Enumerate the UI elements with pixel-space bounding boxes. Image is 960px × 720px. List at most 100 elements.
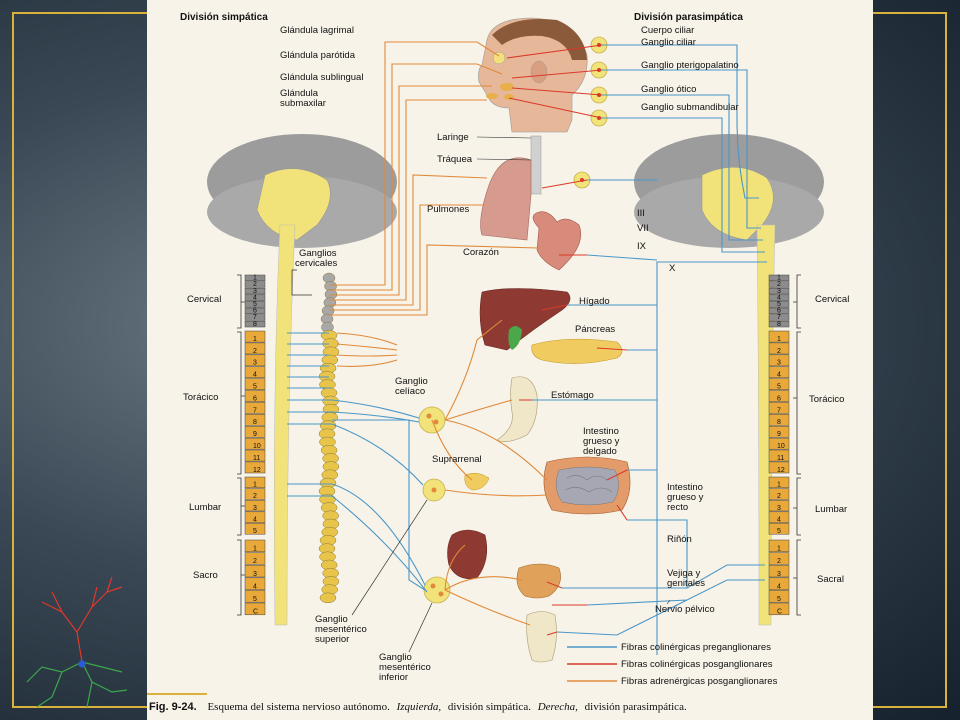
vertebra-left-cervical-6 xyxy=(244,307,266,315)
label-lumbar-right: Lumbar xyxy=(815,504,847,515)
left-spinal-cord xyxy=(273,224,296,626)
vertebra-right-sacral-C xyxy=(768,602,790,616)
vertebra-number: 2 xyxy=(253,558,257,565)
vertebra-left-sacral-1 xyxy=(244,539,266,553)
vertebra-right-thoracic-10 xyxy=(768,437,790,450)
label-intestino-1: Intestino xyxy=(583,426,619,437)
vertebra-number: 11 xyxy=(777,455,784,462)
label-nerve-ix: IX xyxy=(637,241,647,252)
title-left: División simpática xyxy=(180,12,268,23)
label-sacro-left: Sacro xyxy=(193,570,218,581)
vertebra-left-thoracic-8 xyxy=(244,414,266,426)
vertebra-number: 5 xyxy=(253,384,257,391)
vertebra-right-thoracic-6 xyxy=(768,390,790,402)
bladder xyxy=(516,563,561,599)
vertebra-number: 7 xyxy=(253,314,257,321)
caption-left-text: división simpática. xyxy=(448,701,531,713)
vertebra-number: 2 xyxy=(777,558,781,565)
adrenal-gland xyxy=(464,472,490,491)
vertebra-left-thoracic-2 xyxy=(244,342,266,355)
vertebra-number: 6 xyxy=(253,395,257,402)
vertebra-left-cervical-4 xyxy=(244,294,266,301)
caption-left-word: Izquierda, xyxy=(396,701,442,713)
anatomy-figure: División simpática División parasimpátic… xyxy=(147,0,873,720)
vertebra-left-cervical-7 xyxy=(244,314,266,321)
label-sacral-right: Sacral xyxy=(817,574,844,585)
label-cervical-right: Cervical xyxy=(815,294,849,305)
intestines xyxy=(543,456,631,515)
vertebra-right-sacral-1 xyxy=(768,539,790,553)
vertebra-number: 3 xyxy=(777,571,781,578)
legend-label-preganglionic: Fibras colinérgicas preganglionares xyxy=(621,642,771,653)
caption-right-word: Derecha, xyxy=(537,701,578,713)
vertebra-number: 11 xyxy=(253,455,260,462)
vertebra-number: 3 xyxy=(777,288,781,295)
label-vejiga-2: genitales xyxy=(667,578,705,589)
vertebra-left-sacral-3 xyxy=(244,564,266,578)
vertebra-number: 12 xyxy=(777,467,785,474)
vertebra-right-lumbar-2 xyxy=(768,488,790,500)
vertebra-number: 4 xyxy=(253,372,257,379)
vertebra-left-lumbar-4 xyxy=(244,511,266,523)
label-glandula-parotida: Glándula parótida xyxy=(280,50,356,61)
title-right: División parasimpática xyxy=(634,12,743,23)
vertebra-left-sacral-C xyxy=(244,602,266,616)
vertebra-number: 8 xyxy=(777,321,781,328)
left-region-labels: Cervical Torácico Lumbar Sacro xyxy=(183,274,245,616)
vertebra-number: 4 xyxy=(777,294,781,301)
vertebra-number: 3 xyxy=(253,571,257,578)
genitals xyxy=(526,611,557,663)
vertebra-right-sacral-2 xyxy=(768,552,790,565)
label-ganglios-cervicales-2: cervicales xyxy=(295,258,337,269)
vertebra-left-sacral-5 xyxy=(244,590,266,603)
stomach xyxy=(496,376,538,442)
vertebra-number: 4 xyxy=(253,516,257,523)
label-toracico-right: Torácico xyxy=(809,394,844,405)
fibre-legend: Fibras colinérgicas preganglionares Fibr… xyxy=(567,642,778,687)
left-organ-labels: Glándula lagrimal Glándula parótida Glán… xyxy=(280,25,482,683)
vertebra-right-thoracic-9 xyxy=(768,425,790,438)
vertebra-number: 5 xyxy=(777,528,781,535)
vertebra-left-cervical-3 xyxy=(244,287,266,295)
vertebra-right-cervical-2 xyxy=(768,281,790,288)
label-intestino-2: grueso y xyxy=(583,436,620,447)
vertebra-number: 2 xyxy=(777,281,781,288)
vertebra-left-thoracic-5 xyxy=(244,378,266,390)
vertebra-number: 4 xyxy=(253,294,257,301)
vertebra-left-lumbar-1 xyxy=(244,476,266,489)
gallbladder xyxy=(508,326,522,350)
vertebra-number: 10 xyxy=(253,443,261,450)
label-mesenterico-sup-1: Ganglio xyxy=(315,614,348,625)
label-vejiga-1: Vejiga y xyxy=(667,568,701,579)
vertebra-left-sacral-2 xyxy=(244,552,266,565)
vertebra-right-thoracic-5 xyxy=(768,378,790,390)
head xyxy=(478,17,588,133)
label-recto-3: recto xyxy=(667,502,688,513)
label-estomago: Estómago xyxy=(551,390,594,401)
vertebra-number: 4 xyxy=(777,372,781,379)
vertebra-number: 5 xyxy=(253,301,257,308)
label-ganglio-celiaco-1: Ganglio xyxy=(395,376,428,387)
vertebra-number: 7 xyxy=(777,314,781,321)
vertebra-number: 6 xyxy=(777,395,781,402)
vertebra-number: 10 xyxy=(777,443,785,450)
vertebra-number: 2 xyxy=(253,281,257,288)
label-ganglio-submandibular: Ganglio submandibular xyxy=(641,102,739,113)
inferior-mesenteric-ganglion xyxy=(423,576,451,604)
vertebra-number: 1 xyxy=(253,336,257,343)
vertebra-number: 5 xyxy=(777,384,781,391)
label-cuerpo-ciliar: Cuerpo ciliar xyxy=(641,25,694,36)
label-laringe: Laringe xyxy=(437,132,469,143)
vertebra-right-cervical-6 xyxy=(768,307,790,315)
left-brain xyxy=(207,134,397,248)
vertebra-right-cervical-5 xyxy=(768,301,790,308)
vertebra-right-cervical-3 xyxy=(768,287,790,295)
vertebra-number: 9 xyxy=(777,431,781,438)
vertebra-right-thoracic-7 xyxy=(768,402,790,414)
vertebra-left-thoracic-1 xyxy=(244,330,266,343)
label-nerve-vii: VII xyxy=(637,223,649,234)
superior-mesenteric-ganglion xyxy=(422,478,446,502)
vertebra-left-thoracic-3 xyxy=(244,354,266,367)
label-mesenterico-inf-2: mesentérico xyxy=(379,662,431,673)
label-nerve-iii: III xyxy=(637,208,645,219)
